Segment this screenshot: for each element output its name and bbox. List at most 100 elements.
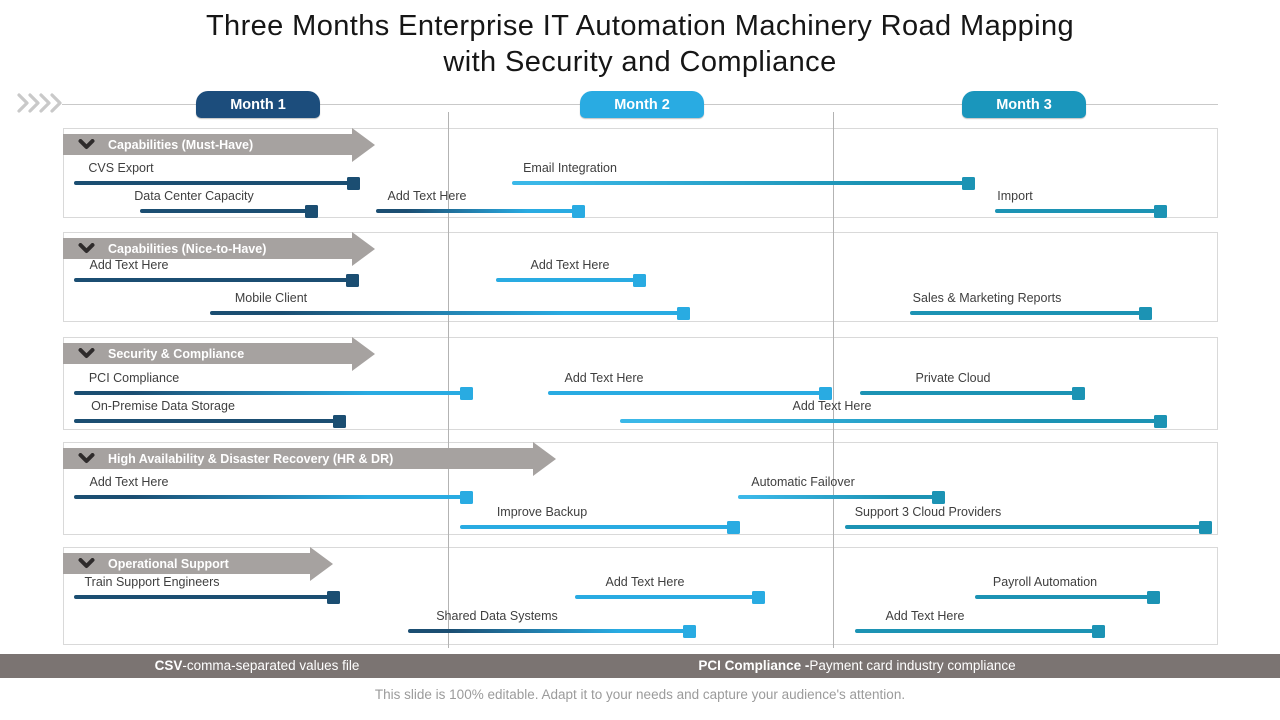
chevron-down-icon — [78, 139, 95, 150]
section-title: Security & Compliance — [108, 346, 245, 361]
section-banner[interactable]: Operational Support — [63, 553, 310, 574]
bar-endpoint-marker[interactable] — [347, 176, 360, 190]
month-tab-3[interactable]: Month 3 — [962, 91, 1086, 118]
month-tab-2[interactable]: Month 2 — [580, 91, 704, 118]
bar-label: Add Text Here — [89, 258, 169, 272]
section-banner-arrowhead — [310, 546, 333, 581]
slide-title-line2: with Security and Compliance — [443, 46, 837, 78]
bar-endpoint-marker[interactable] — [1147, 590, 1160, 604]
bar-endpoint-marker[interactable] — [572, 204, 585, 218]
section-banner[interactable]: Security & Compliance — [63, 343, 352, 364]
section-banner-arrowhead — [533, 441, 556, 476]
bar-endpoint-marker[interactable] — [460, 490, 473, 504]
bar-label: Improve Backup — [496, 505, 588, 519]
slide-title: Three Months Enterprise IT Automation Ma… — [0, 8, 1280, 80]
timeline-bar[interactable] — [548, 391, 825, 395]
timeline-bar[interactable] — [74, 391, 466, 395]
bar-endpoint-marker[interactable] — [683, 624, 696, 638]
bar-label: Add Text Here — [89, 475, 169, 489]
timeline-bar[interactable] — [496, 278, 639, 282]
timeline-bar[interactable] — [512, 181, 968, 185]
bar-endpoint-marker[interactable] — [1154, 204, 1167, 218]
timeline-bar[interactable] — [74, 278, 352, 282]
bar-endpoint-marker[interactable] — [460, 386, 473, 400]
bar-endpoint-marker[interactable] — [633, 273, 646, 287]
section-banner-arrowhead — [352, 336, 375, 371]
timeline-bar[interactable] — [575, 595, 758, 599]
timeline-bar[interactable] — [845, 525, 1205, 529]
timeline-bar[interactable] — [408, 629, 689, 633]
section-banner[interactable]: Capabilities (Must-Have) — [63, 134, 352, 155]
timeline-bar[interactable] — [74, 495, 466, 499]
chevron-down-icon — [78, 348, 95, 359]
bar-label: Automatic Failover — [751, 475, 855, 489]
month-divider-line — [833, 112, 834, 648]
bar-label: CVS Export — [88, 161, 154, 175]
bar-label: Add Text Here — [387, 189, 467, 203]
bar-label: Private Cloud — [915, 371, 991, 385]
bar-endpoint-marker[interactable] — [677, 306, 690, 320]
bar-label: Add Text Here — [530, 258, 610, 272]
timeline-bar[interactable] — [376, 209, 578, 213]
bar-endpoint-marker[interactable] — [1139, 306, 1152, 320]
timeline-bar[interactable] — [975, 595, 1153, 599]
bar-endpoint-marker[interactable] — [327, 590, 340, 604]
bar-endpoint-marker[interactable] — [346, 273, 359, 287]
section-title: Capabilities (Nice-to-Have) — [108, 241, 267, 256]
bar-endpoint-marker[interactable] — [1154, 414, 1167, 428]
chevron-down-icon — [78, 453, 95, 464]
timeline-bar[interactable] — [738, 495, 938, 499]
bar-label: Add Text Here — [885, 609, 965, 623]
section-title: Operational Support — [108, 556, 229, 571]
timeline-bar[interactable] — [140, 209, 311, 213]
timeline-bar[interactable] — [910, 311, 1145, 315]
editable-note: This slide is 100% editable. Adapt it to… — [374, 687, 906, 702]
definitions-bar — [0, 654, 1280, 678]
bar-endpoint-marker[interactable] — [1092, 624, 1105, 638]
chevron-down-icon — [78, 558, 95, 569]
slide-title-line1: Three Months Enterprise IT Automation Ma… — [205, 10, 1075, 42]
bar-label: Email Integration — [523, 161, 617, 175]
bar-endpoint-marker[interactable] — [1072, 386, 1085, 400]
bar-endpoint-marker[interactable] — [1199, 520, 1212, 534]
bar-endpoint-marker[interactable] — [727, 520, 740, 534]
bar-label: Add Text Here — [564, 371, 644, 385]
chevron-down-icon — [78, 243, 95, 254]
bar-endpoint-marker[interactable] — [305, 204, 318, 218]
bar-label: On-Premise Data Storage — [91, 399, 235, 413]
legend-term: CSV — [154, 658, 183, 673]
legend-definition: -comma-separated values file — [182, 658, 360, 673]
bar-endpoint-marker[interactable] — [819, 386, 832, 400]
bar-label: Train Support Engineers — [84, 575, 220, 589]
bar-label: Payroll Automation — [992, 575, 1098, 589]
bar-label: Sales & Marketing Reports — [912, 291, 1062, 305]
bar-label: Support 3 Cloud Providers — [854, 505, 1002, 519]
timeline-bar[interactable] — [74, 181, 353, 185]
timeline-bar[interactable] — [860, 391, 1078, 395]
bar-endpoint-marker[interactable] — [962, 176, 975, 190]
legend-definition: Payment card industry compliance — [809, 658, 1016, 673]
timeline-bar[interactable] — [74, 419, 339, 423]
bar-endpoint-marker[interactable] — [752, 590, 765, 604]
timeline-bar[interactable] — [620, 419, 1160, 423]
bar-label: Add Text Here — [792, 399, 872, 413]
chevrons-right-icon — [16, 92, 68, 119]
timeline-bar[interactable] — [460, 525, 733, 529]
timeline-bar[interactable] — [995, 209, 1160, 213]
bar-endpoint-marker[interactable] — [932, 490, 945, 504]
section-banner[interactable]: High Availability & Disaster Recovery (H… — [63, 448, 533, 469]
section-banner[interactable]: Capabilities (Nice-to-Have) — [63, 238, 352, 259]
section-banner-arrowhead — [352, 231, 375, 266]
legend-item-2: PCI Compliance -Payment card industry co… — [698, 658, 1015, 673]
bar-label: PCI Compliance — [88, 371, 180, 385]
timeline-bar[interactable] — [855, 629, 1098, 633]
bar-endpoint-marker[interactable] — [333, 414, 346, 428]
month-divider-line — [448, 112, 449, 648]
timeline-bar[interactable] — [210, 311, 683, 315]
section-title: Capabilities (Must-Have) — [108, 137, 254, 152]
legend-item-1: CSV-comma-separated values file — [155, 658, 360, 673]
month-tab-1[interactable]: Month 1 — [196, 91, 320, 118]
bar-label: Import — [997, 189, 1033, 203]
timeline-bar[interactable] — [74, 595, 333, 599]
